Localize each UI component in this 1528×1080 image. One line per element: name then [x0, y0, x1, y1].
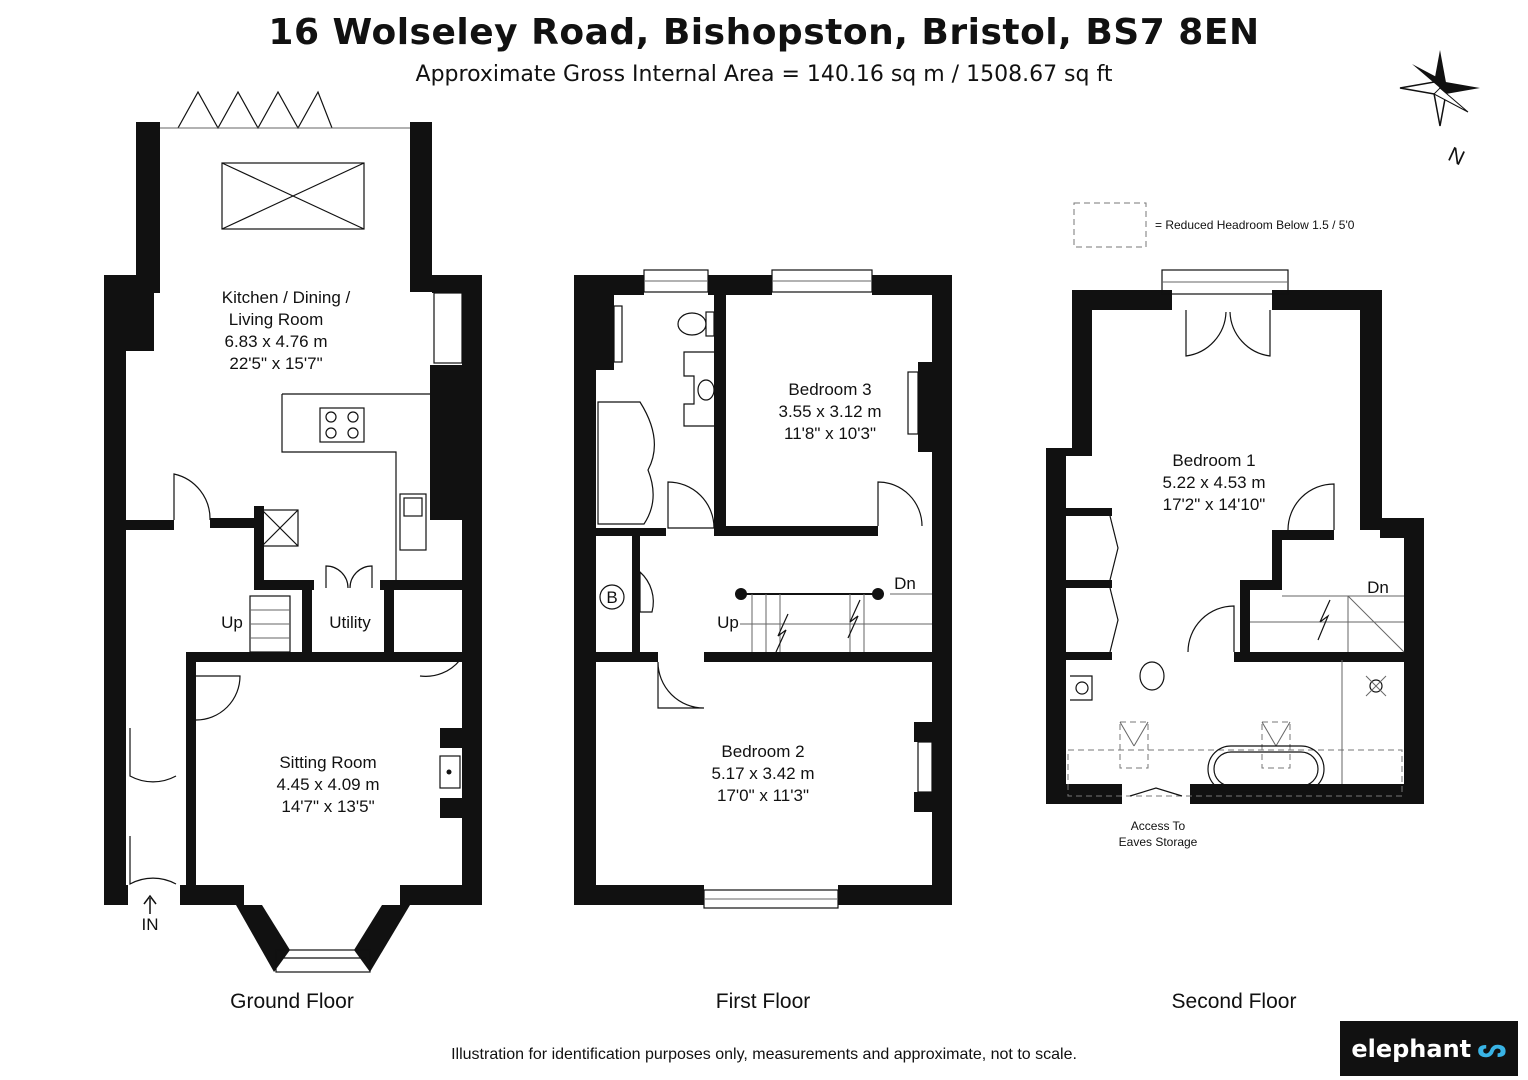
compass-rose-icon: N: [1399, 50, 1480, 170]
bedroom-1-size-imperial: 17'2" x 14'10": [1163, 495, 1266, 514]
ground-stairs-up-label: Up: [221, 613, 243, 632]
disclaimer-text: Illustration for identification purposes…: [451, 1046, 1077, 1063]
bedroom-1-name: Bedroom 1: [1172, 451, 1255, 470]
first-stairs-up-label: Up: [717, 613, 739, 632]
bedroom-2-name: Bedroom 2: [721, 742, 804, 761]
kitchen-size-imperial: 22'5" x 15'7": [229, 354, 322, 373]
ground-floor-plan: [104, 90, 482, 973]
kitchen-size-metric: 6.83 x 4.76 m: [224, 332, 327, 351]
bedroom-1-size-metric: 5.22 x 4.53 m: [1162, 473, 1265, 492]
first-stairs-down-label: Dn: [894, 574, 916, 593]
bedroom-3-size-imperial: 11'8" x 10'3": [784, 424, 876, 443]
boiler-label: B: [606, 588, 617, 607]
elephant-logo: elephant ᔕ: [1340, 1021, 1518, 1076]
first-floor-plan: [574, 269, 952, 909]
headroom-legend-swatch: [1073, 202, 1147, 248]
headroom-legend-text: = Reduced Headroom Below 1.5 / 5'0: [1155, 218, 1355, 232]
kitchen-name-line1: Kitchen / Dining /: [222, 288, 351, 307]
elephant-trunk-icon: ᔕ: [1477, 1033, 1507, 1064]
plan-title: 16 Wolseley Road, Bishopston, Bristol, B…: [268, 12, 1260, 53]
sitting-room-size-metric: 4.45 x 4.09 m: [276, 775, 379, 794]
compass-north-label: N: [1445, 143, 1468, 170]
second-stairs-down-label: Dn: [1367, 578, 1389, 597]
second-floor-plan: [1046, 269, 1424, 804]
first-floor-title: First Floor: [716, 990, 811, 1013]
bedroom-3-size-metric: 3.55 x 3.12 m: [778, 402, 881, 421]
bedroom-2-size-imperial: 17'0" x 11'3": [717, 786, 809, 805]
plan-subtitle: Approximate Gross Internal Area = 140.16…: [415, 62, 1113, 87]
eaves-access-label-2: Eaves Storage: [1119, 835, 1198, 849]
kitchen-name-line2: Living Room: [229, 310, 324, 329]
eaves-access-label-1: Access To: [1131, 819, 1186, 833]
brand-name: elephant: [1351, 1034, 1472, 1063]
sitting-room-size-imperial: 14'7" x 13'5": [281, 797, 374, 816]
entrance-label: IN: [142, 915, 159, 934]
bedroom-3-name: Bedroom 3: [788, 380, 871, 399]
ground-floor-title: Ground Floor: [230, 990, 354, 1013]
second-floor-title: Second Floor: [1172, 990, 1297, 1013]
utility-label: Utility: [329, 613, 371, 632]
sitting-room-name: Sitting Room: [279, 753, 376, 772]
bedroom-2-size-metric: 5.17 x 3.42 m: [711, 764, 814, 783]
